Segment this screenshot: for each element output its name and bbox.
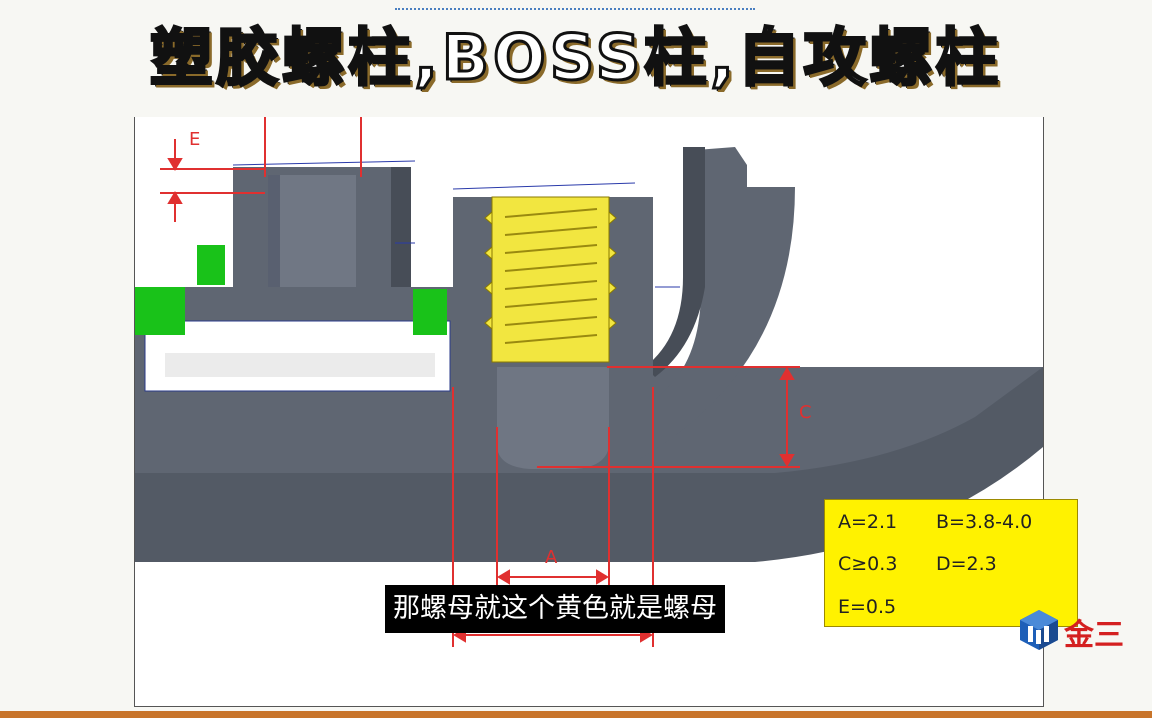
bottom-bar	[0, 711, 1152, 718]
yellow-nut	[491, 196, 610, 363]
left-recess-blur	[165, 353, 435, 377]
dimension-legend: A=2.1 B=3.8-4.0 C≥0.3 D=2.3 E=0.5	[824, 499, 1078, 627]
nut-teeth	[484, 210, 617, 331]
dimension-label-c: C	[799, 402, 812, 423]
green-block-top	[197, 245, 225, 285]
legend-c: C≥0.3	[838, 553, 898, 575]
legend-b: B=3.8-4.0	[936, 511, 1033, 533]
video-subtitle: 那螺母就这个黄色就是螺母	[385, 585, 725, 633]
watermark-logo-text: 金三	[1064, 618, 1124, 653]
nut-thread-lines	[504, 208, 598, 344]
legend-e: E=0.5	[838, 596, 897, 618]
green-block-right	[413, 289, 447, 335]
base-plate-lower	[135, 367, 1043, 562]
dimension-label-e: E	[189, 129, 201, 150]
page-title: 塑胶螺柱,BOSS柱,自攻螺柱	[149, 20, 1002, 96]
green-block-left	[135, 287, 185, 335]
inner-rib	[645, 147, 705, 377]
cad-viewport: E C A	[134, 117, 1044, 707]
watermark-logo: 金三	[1018, 606, 1152, 654]
right-boss-hole	[497, 367, 609, 469]
boss-section-diagram	[135, 117, 1043, 647]
legend-d: D=2.3	[936, 553, 997, 575]
construction-lines	[232, 160, 680, 288]
top-dotted-line	[395, 8, 755, 10]
outer-curved-wall	[605, 147, 795, 472]
cube-logo-icon	[1020, 610, 1058, 650]
legend-a: A=2.1	[838, 511, 898, 533]
dimension-label-a: A	[545, 547, 558, 568]
